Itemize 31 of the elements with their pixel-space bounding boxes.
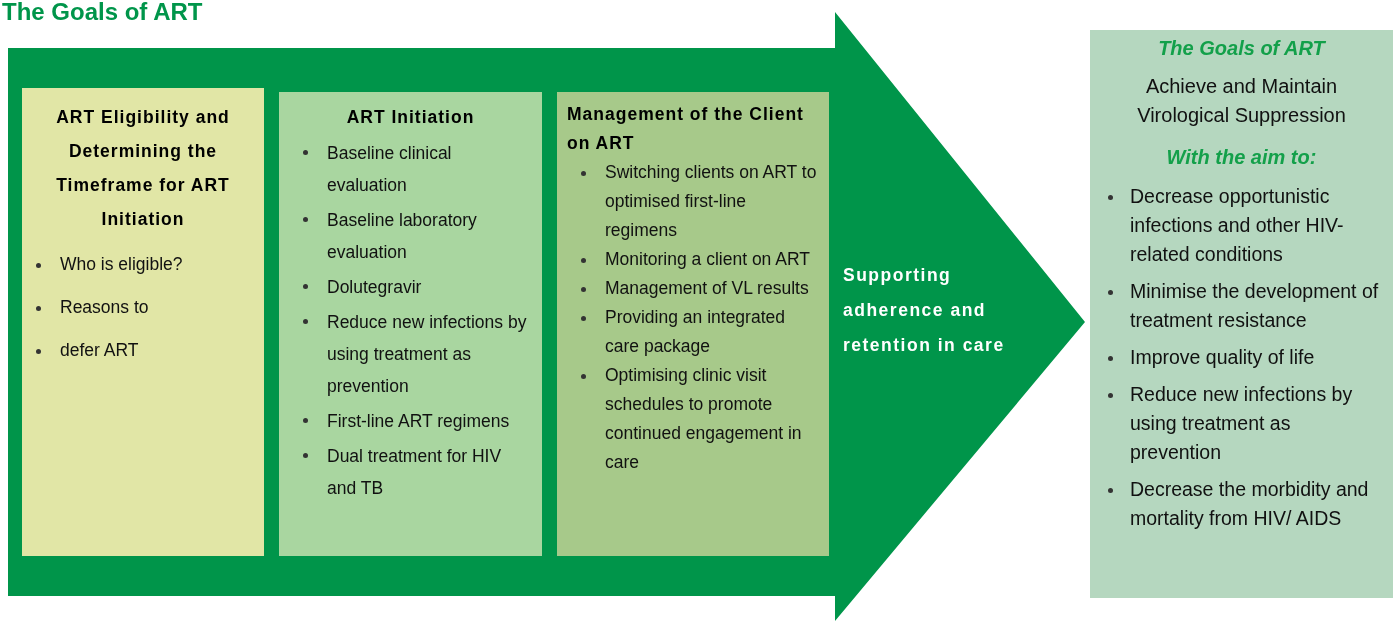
bullet-item: Baseline laboratory evaluation <box>289 204 532 268</box>
bullet-item: Improve quality of life <box>1100 343 1383 372</box>
panel-subtitle: Achieve and Maintain Virological Suppression <box>1136 74 1347 128</box>
bullet-item: Switching clients on ART to optimised first-line regimens <box>567 158 819 245</box>
bullet-item: Management of VL results <box>567 274 819 303</box>
bullet-item: Decrease the morbidity and mortality from HIV/ AIDS <box>1100 475 1383 533</box>
bullet-item: Dual treatment for HIV and TB <box>289 440 532 504</box>
panel-heading: Management of the Client on ART <box>567 103 805 155</box>
bullet-item: Monitoring a client on ART <box>567 245 819 274</box>
bullet-item: Decrease opportunistic infections and other HIV-related conditions <box>1100 182 1383 269</box>
bullet-item: First-line ART regimens <box>289 405 532 437</box>
bullet-item: Dolutegravir <box>289 271 532 303</box>
panel-heading: ART Eligibility and Determining the Timeframe for ART Initiation <box>55 106 231 231</box>
panel-heading: The Goals of ART <box>1157 36 1327 61</box>
content-panel <box>557 92 829 556</box>
panel-heading: With the aim to: <box>1165 145 1318 170</box>
panel-heading: ART Initiation <box>345 106 476 129</box>
content-panel <box>279 92 542 556</box>
bullet-item: Providing an integrated care package <box>567 303 819 361</box>
bullet-item: Reduce new infections by using treatment as prevention <box>289 306 532 402</box>
bullet-item: defer ART <box>32 336 254 365</box>
title: The Goals of ART <box>2 0 203 26</box>
bullet-item: Baseline clinical evaluation <box>289 137 532 201</box>
content-panel <box>22 88 264 556</box>
arrow-label: Supporting adherence and retention in care <box>843 264 1006 357</box>
bullet-item: Who is eligible? <box>32 250 254 279</box>
bullet-item: Optimising clinic visit schedules to promote continued engagement in care <box>567 361 819 477</box>
bullet-item: Reduce new infections by using treatment as prevention <box>1100 380 1383 467</box>
content-panel <box>1090 30 1393 598</box>
bullet-item: Reasons to <box>32 293 254 322</box>
bullet-item: Minimise the development of treatment resistance <box>1100 277 1383 335</box>
